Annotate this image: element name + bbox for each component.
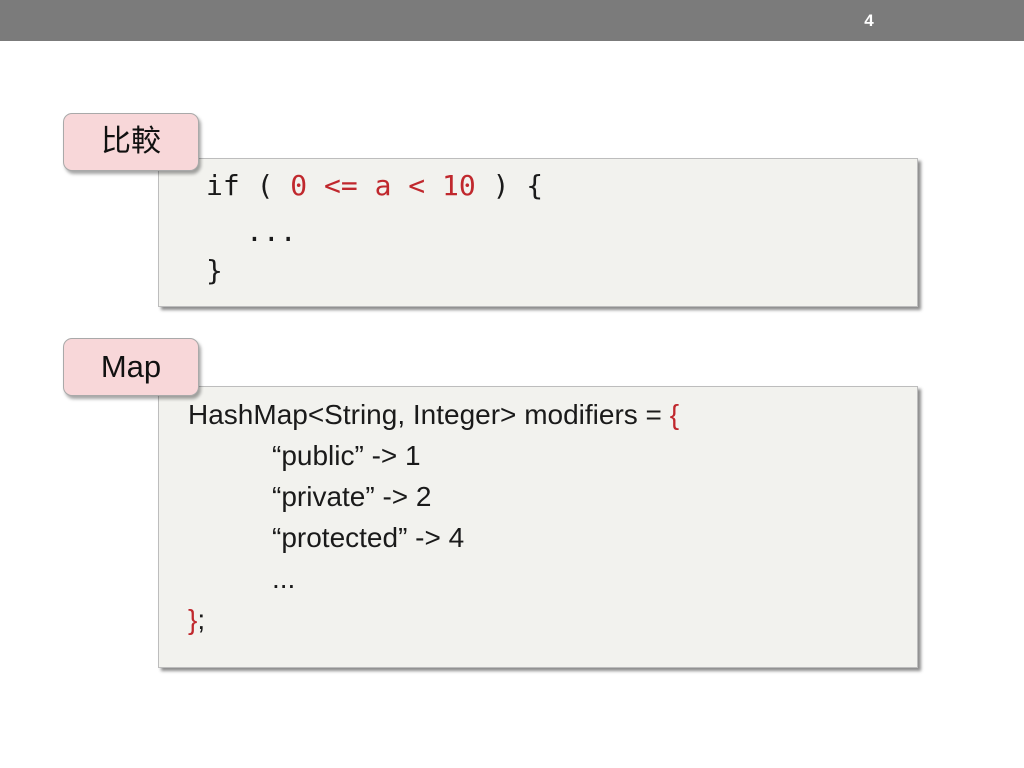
code-if-end: ) { xyxy=(475,169,544,202)
code-line-decl: HashMap<String, Integer> modifiers = { xyxy=(188,401,679,429)
code-if-expression: 0 <= a < 10 xyxy=(290,169,476,202)
map-entry-private: “private” -> 2 xyxy=(272,481,432,512)
map-entry-public: “public” -> 1 xyxy=(272,440,421,471)
code-line-end: }; xyxy=(188,606,205,634)
label-compare: 比較 xyxy=(63,113,199,171)
code-box-compare xyxy=(158,158,918,307)
code-line-close: } xyxy=(206,254,223,287)
code-terminator: ; xyxy=(197,604,206,635)
code-line-ellipsis: ... xyxy=(246,215,297,248)
code-decl-text: HashMap<String, Integer> modifiers = xyxy=(188,399,670,430)
code-open-brace: { xyxy=(669,399,680,430)
label-map: Map xyxy=(63,338,199,396)
label-compare-text: 比較 xyxy=(101,124,161,159)
code-close-brace: } xyxy=(188,604,198,635)
code-line-if: if ( 0 <= a < 10 ) { xyxy=(206,172,543,200)
label-map-text: Map xyxy=(100,349,162,384)
code-if-keyword: if ( xyxy=(206,169,291,202)
code-box-map xyxy=(158,386,918,668)
top-bar: 4 xyxy=(0,0,1024,41)
map-entry-protected: “protected” -> 4 xyxy=(272,522,465,553)
map-entry-ellipsis: ... xyxy=(272,563,296,594)
page-number: 4 xyxy=(864,11,874,30)
